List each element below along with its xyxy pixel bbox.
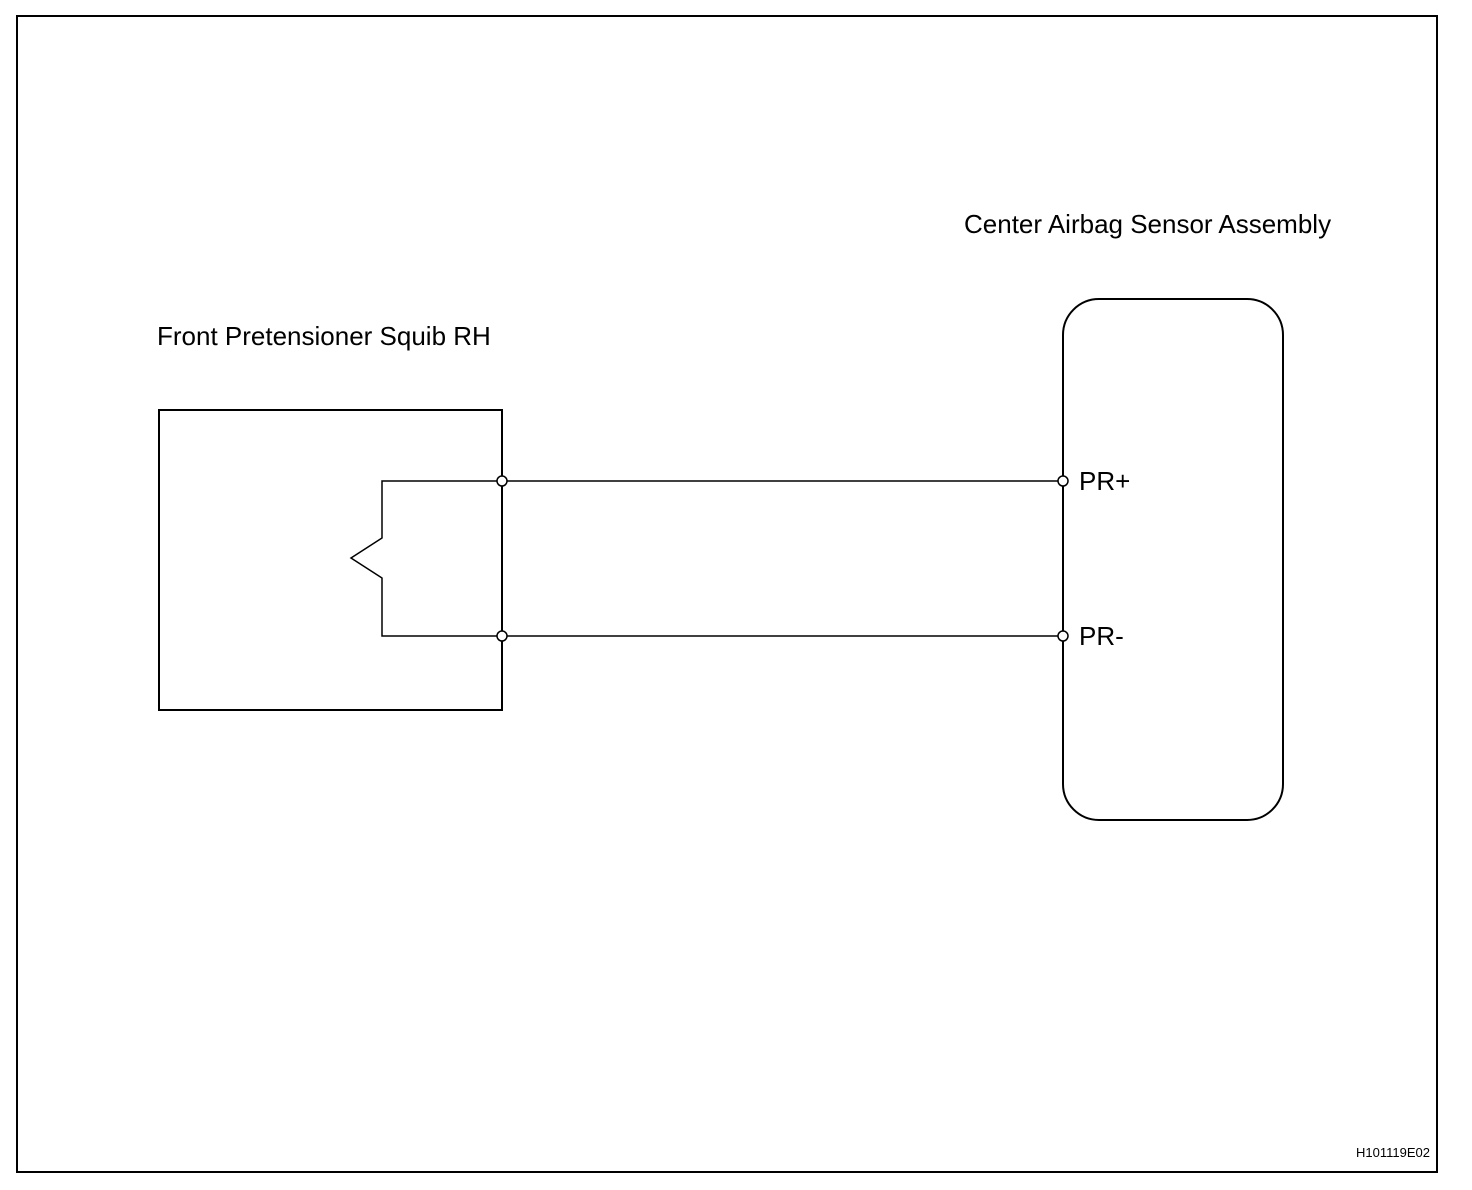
squib-terminal-bottom [496, 630, 508, 642]
sensor-terminal-pr-minus [1057, 630, 1069, 642]
sensor-label: Center Airbag Sensor Assembly [964, 209, 1331, 239]
pin-label-pr-plus: PR+ [1079, 466, 1130, 496]
sensor-terminal-pr-plus [1057, 475, 1069, 487]
squib-terminal-top [496, 475, 508, 487]
squib-box [158, 409, 503, 711]
diagram-frame [16, 15, 1438, 1173]
pin-label-pr-minus: PR- [1079, 621, 1124, 651]
sensor-box [1062, 298, 1284, 821]
squib-label: Front Pretensioner Squib RH [157, 321, 491, 351]
squib-element [349, 480, 502, 637]
figure-code: H101119E02 [1356, 1145, 1430, 1160]
